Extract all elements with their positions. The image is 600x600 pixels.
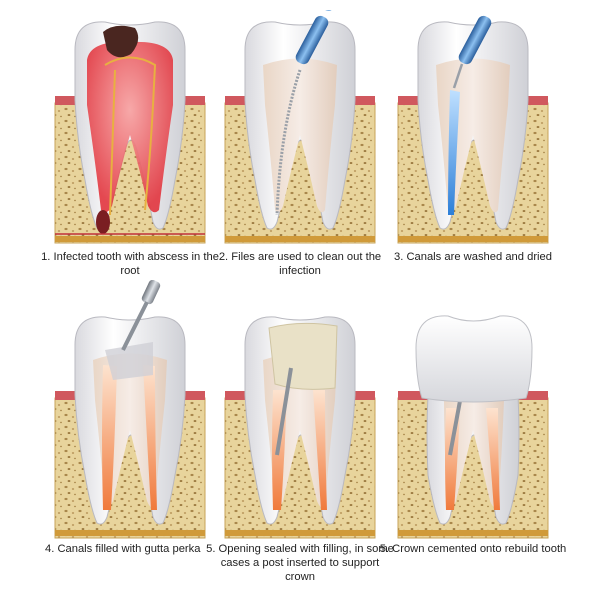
- post: [275, 367, 293, 456]
- crown-cemented-illustration: [397, 315, 549, 539]
- irrigation-syringe-icon: [452, 15, 492, 89]
- filling-post-illustration: [224, 316, 376, 539]
- step-3-panel: 3. Canals are washed and dried: [378, 10, 568, 300]
- crown: [415, 315, 533, 403]
- step-1-caption: 1. Infected tooth with abscess in the ro…: [41, 251, 219, 277]
- step-4-caption: 4. Canals filled with gutta perka: [45, 543, 201, 555]
- step-6-panel: 5. Crown cemented onto rebuild tooth: [378, 280, 568, 570]
- step-2-caption: 2. Files are used to clean out the infec…: [218, 251, 382, 277]
- step-2-panel: 2. Files are used to clean out the infec…: [205, 10, 395, 300]
- plugger-instrument-icon: [121, 280, 161, 351]
- step-1-panel: 1. Infected tooth with abscess in the ro…: [35, 10, 225, 300]
- gutta-percha-fill-illustration: [54, 280, 206, 539]
- dental-file-icon: [295, 10, 333, 65]
- filling: [268, 322, 338, 390]
- step-5-caption: 5. Opening sealed with filling, in some …: [206, 543, 394, 583]
- step-6-caption: 5. Crown cemented onto rebuild tooth: [379, 543, 567, 555]
- file-cleaning-illustration: [224, 10, 376, 244]
- wash-liquid: [448, 90, 460, 215]
- step-4-panel: 4. Canals filled with gutta perka: [35, 280, 225, 570]
- step-5-panel: 5. Opening sealed with filling, in some …: [205, 280, 395, 583]
- step-3-caption: 3. Canals are washed and dried: [394, 251, 552, 263]
- infected-tooth-illustration: [54, 21, 206, 244]
- canal-wash-illustration: [397, 15, 549, 244]
